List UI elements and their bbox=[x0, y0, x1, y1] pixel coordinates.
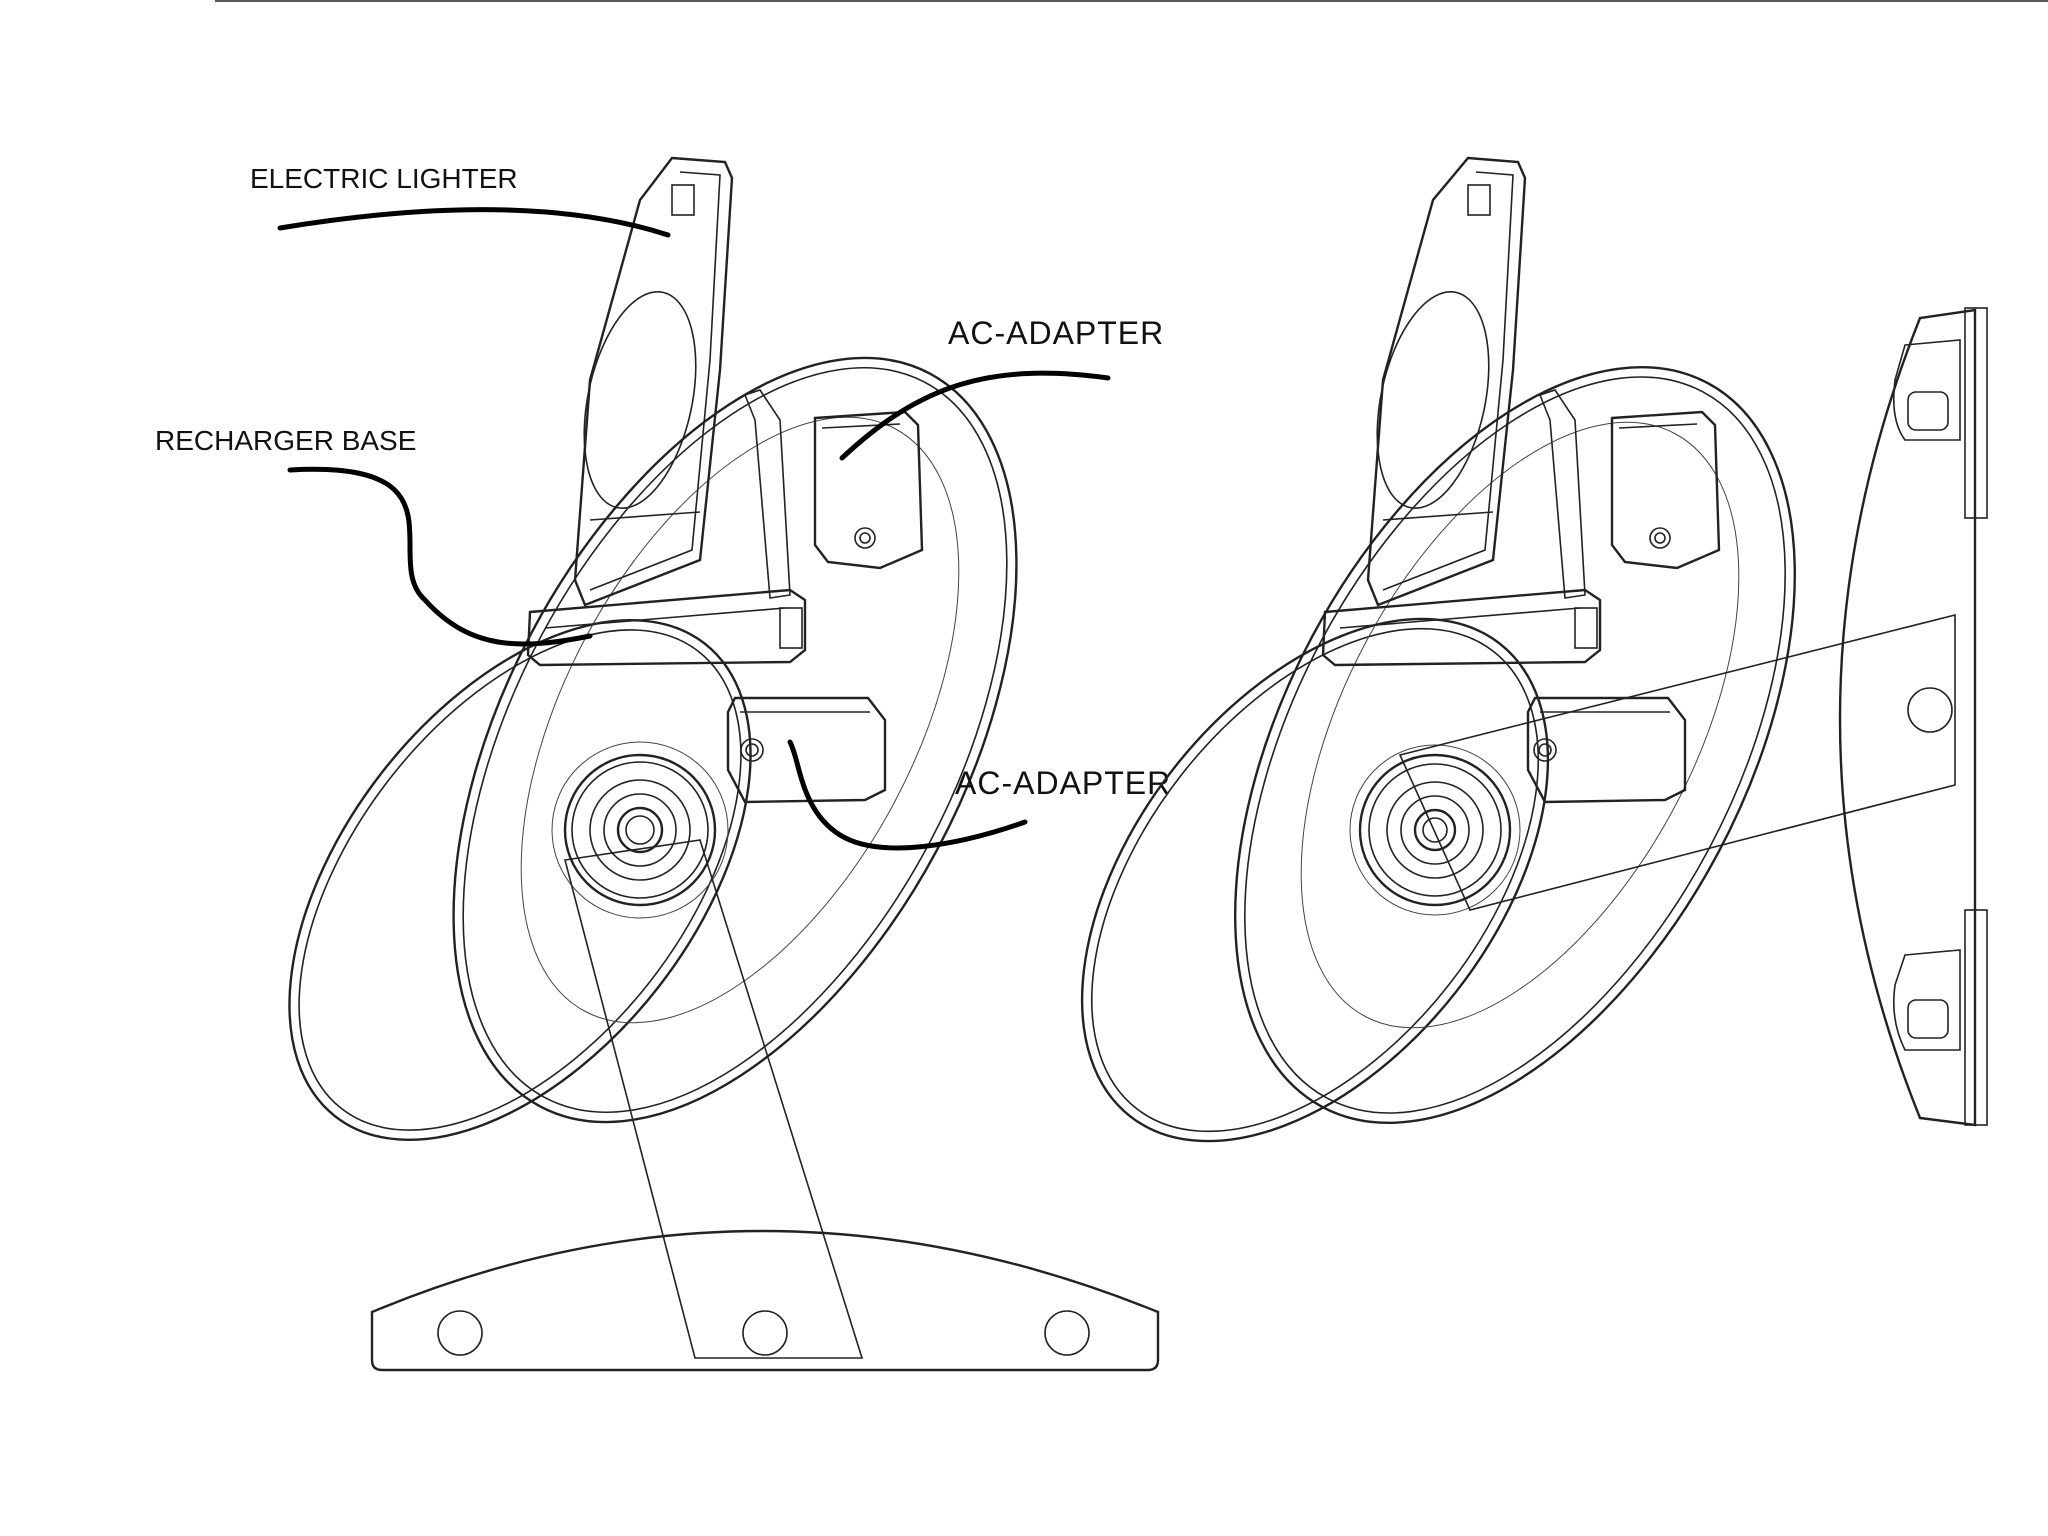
leader-electric-lighter bbox=[277, 207, 671, 238]
wall-arm bbox=[1398, 613, 1956, 911]
ac-adapter-slot-lower-right bbox=[1526, 696, 1687, 804]
front-plate-right bbox=[1233, 366, 1797, 1124]
label-electric-lighter: ELECTRIC LIGHTER bbox=[250, 163, 518, 194]
electric-lighter-right bbox=[1366, 156, 1527, 607]
front-plate bbox=[452, 356, 1018, 1124]
back-plate-right bbox=[1080, 617, 1550, 1143]
leader-ac-adapter-bottom bbox=[787, 739, 1028, 851]
label-ac-adapter-top: AC-ADAPTER bbox=[948, 315, 1164, 351]
ac-adapter-slot-upper-right bbox=[1610, 410, 1721, 570]
recharger-base-cradle-right bbox=[1321, 389, 1602, 667]
wall-mount-assembly bbox=[1080, 156, 1988, 1143]
center-hub-right bbox=[1349, 744, 1521, 916]
leader-recharger-base bbox=[287, 466, 593, 647]
electric-lighter bbox=[573, 156, 734, 607]
ac-adapter-slot-upper bbox=[813, 410, 924, 570]
base-foot bbox=[370, 1229, 1160, 1372]
ac-adapter-slot-lower bbox=[726, 696, 887, 804]
stand-arm bbox=[564, 839, 864, 1359]
label-ac-adapter-bottom: AC-ADAPTER bbox=[955, 765, 1171, 801]
center-hub bbox=[551, 741, 729, 919]
back-plate bbox=[288, 619, 752, 1141]
leader-ac-adapter-top bbox=[839, 370, 1111, 461]
desk-stand-assembly: ELECTRIC LIGHTER AC-ADAPTER RECHARGER BA… bbox=[155, 156, 1171, 1372]
label-recharger-base: RECHARGER BASE bbox=[155, 425, 416, 456]
wall-bracket bbox=[1838, 307, 1988, 1127]
recharger-base-cradle bbox=[526, 389, 807, 667]
